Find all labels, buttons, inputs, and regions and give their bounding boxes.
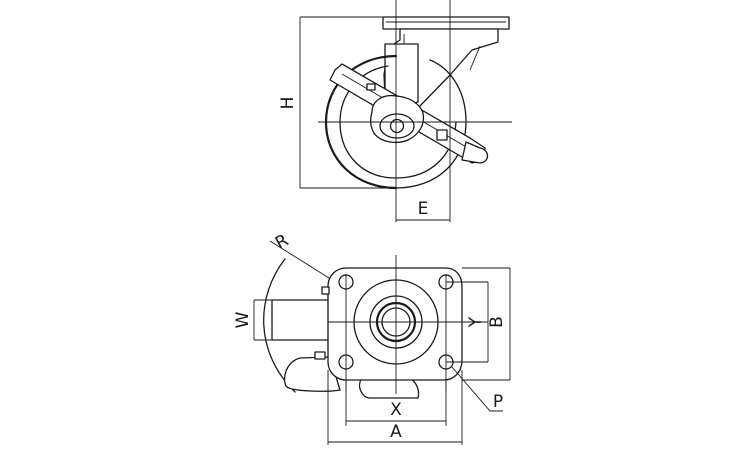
dimension-label-h: H [278, 97, 298, 110]
dimension-label-r: R [272, 230, 292, 253]
swivel-radius-arc [263, 258, 296, 393]
brake-pedal [461, 141, 489, 164]
dimension-label-p: P [493, 392, 503, 412]
dimension-label-w: W [233, 311, 253, 328]
axle-hub [389, 118, 405, 134]
wheel-tread [271, 299, 335, 341]
brake-pedal-top [283, 356, 341, 392]
lock-lever [358, 377, 420, 399]
top-view: R Y B [233, 230, 511, 445]
dimension-label-b: B [487, 316, 507, 328]
side-view: H E [278, 0, 512, 222]
dimension-label-y: Y [466, 316, 486, 328]
dimension-label-a: A [390, 422, 402, 442]
dimension-label-e: E [418, 199, 429, 219]
dimension-label-x: X [390, 400, 402, 420]
top-plate [382, 16, 510, 30]
